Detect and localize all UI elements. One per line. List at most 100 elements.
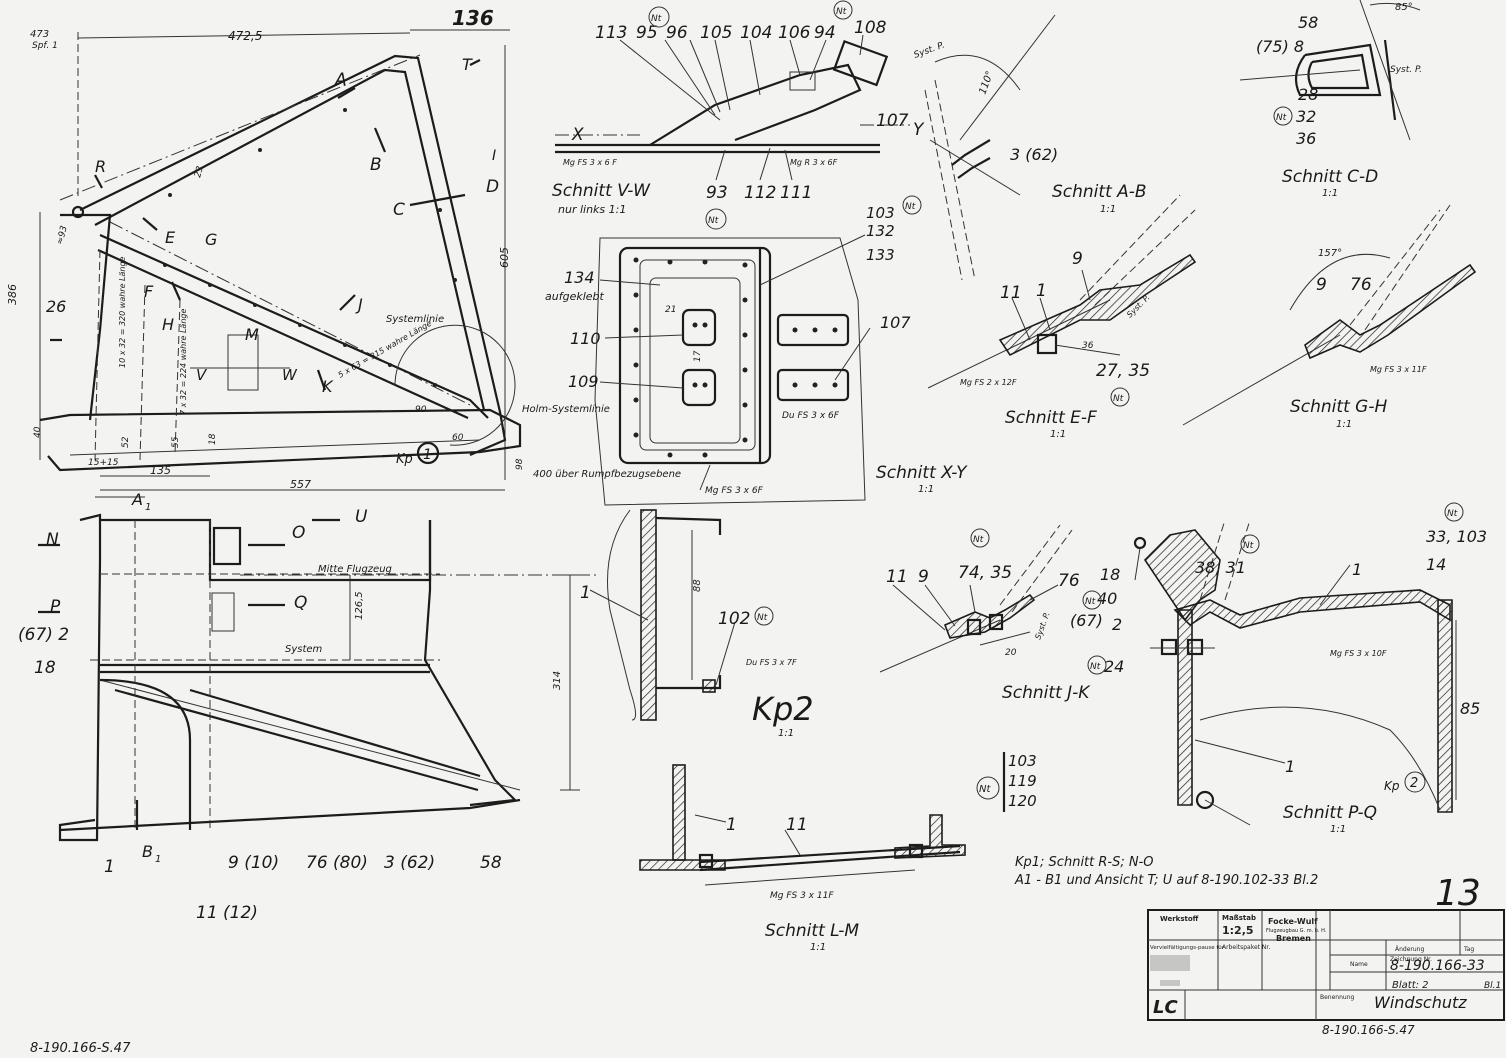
pq-nt-badge-4: Nt (1090, 662, 1101, 672)
rumpf-label: 400 über Rumpfbezugsebene (533, 469, 681, 480)
pq-part-38-31: 38, 31 (1195, 558, 1246, 577)
xy-part-109: 109 (568, 372, 599, 391)
pq-nt-badge-3: Nt (1085, 597, 1096, 607)
section-e-f: 11 1 9 27, 35 36 Mg FS 2 x 12F Syst. P. … (927, 194, 1197, 440)
pq-mat: Mg FS 3 x 10F (1330, 649, 1387, 658)
nt-list-103: 103 (1008, 752, 1037, 770)
dim-4725: 472,5 (228, 29, 262, 43)
mitte-label: Mitte Flugzeug (318, 564, 392, 575)
xy-mat-2: Mg FS 3 x 6F (705, 486, 764, 496)
pq-part-1-bottom: 1 (1285, 757, 1295, 776)
cd-part-36: 36 (1296, 129, 1316, 148)
vw-sub: nur links 1:1 (558, 203, 626, 216)
gh-sub: 1:1 (1336, 419, 1352, 430)
view-b1: B (142, 842, 153, 861)
kp2-title: Kp2 (752, 690, 814, 728)
pq-part-24: 24 (1104, 657, 1124, 676)
xy-part-132: 132 (866, 222, 895, 240)
cd-part-32: 32 (1296, 107, 1316, 126)
ef-part-1: 1 (1036, 281, 1047, 301)
cd-part-75-8: (75) 8 (1256, 37, 1304, 56)
xy-dim-17: 17 (693, 350, 703, 362)
lm-title: Schnitt L-M (765, 921, 859, 941)
pq-kp-label: Kp (1384, 779, 1400, 793)
section-p-q: 18 40 (67) 2 38, 31 33, 103 14 24 1 1 85… (1070, 502, 1487, 835)
jk-part-76: 76 (1058, 571, 1080, 591)
kp1-label: Kp (396, 452, 413, 467)
note-line-2: A1 - B1 und Ansicht T; U auf 8-190.102-3… (1014, 873, 1318, 888)
ab-syst: Syst. P. (913, 40, 947, 60)
kp2-sub: 1:1 (778, 728, 794, 739)
section-g-h: 9 76 157° Mg FS 3 x 11F Schnitt G-H 1:1 (1182, 204, 1477, 430)
lm-sub: 1:1 (810, 942, 826, 953)
cd-sub: 1:1 (1322, 188, 1338, 199)
xy-part-134: 134 (564, 268, 595, 287)
part-18: 18 (34, 658, 56, 678)
dim-52: 52 (121, 436, 131, 448)
section-letter-k: K (322, 377, 334, 396)
tb-scale: 1:2,5 (1222, 924, 1254, 937)
dim-93: ≈93 (55, 225, 70, 246)
vw-mat-1: Mg FS 3 x 6 F (563, 158, 617, 167)
vw-part-104: 104 (740, 23, 772, 43)
vw-part-111: 111 (780, 183, 812, 203)
main-side-view: 473 Spf. 1 472,5 136 605 386 557 135 ≈93… (6, 6, 681, 491)
ef-title: Schnitt E-F (1005, 408, 1097, 428)
view-a1-sub: 1 (145, 502, 151, 513)
gh-title: Schnitt G-H (1290, 397, 1387, 417)
vw-nt-badge-1: Nt (651, 14, 662, 24)
tb-bottom-number: 8-190.166-S.47 (1322, 1023, 1415, 1037)
section-letter-i: I (492, 148, 496, 164)
xy-dim-21: 21 (665, 305, 676, 315)
title-block: Werkstoff Maßstab 1:2,5 Focke-Wulf Flugz… (1147, 873, 1505, 1037)
view-q: Q (294, 593, 307, 613)
tb-sheet-ref-side: Bl.1 (1484, 981, 1501, 991)
lm-part-11: 11 (786, 815, 808, 835)
ef-dim-36: 36 (1082, 341, 1094, 351)
dim-605: 605 (498, 247, 511, 268)
dim-90: 90 (415, 405, 427, 415)
gh-angle: 157° (1318, 248, 1342, 259)
section-j-k: 11 9 74, 35 76 20 Syst. P. Schnitt J-K N… (879, 524, 1091, 703)
tb-stamp: LC (1153, 997, 1178, 1018)
view-u: U (355, 507, 368, 527)
ef-nt-badge: Nt (1113, 394, 1124, 404)
ef-mat: Mg FS 2 x 12F (960, 378, 1017, 387)
view-n: N (46, 530, 59, 550)
tb-sheet-ref: Blatt: 2 (1392, 980, 1429, 991)
gh-part-76: 76 (1350, 275, 1372, 295)
view-p: P (50, 597, 61, 617)
section-letter-w: W (282, 366, 298, 384)
cd-title: Schnitt C-D (1282, 167, 1378, 187)
cd-part-58: 58 (1298, 13, 1318, 32)
jk-part-11: 11 (886, 567, 908, 587)
part-9-10: 9 (10) (228, 853, 279, 873)
tb-workpackage-label: Arbeitspaket Nr. (1222, 944, 1270, 951)
lm-mat: Mg FS 3 x 11F (770, 891, 834, 901)
tb-company-sub: Flugzeugbau G. m. b. H. (1266, 928, 1327, 934)
part-3-62: 3 (62) (384, 853, 435, 873)
pq-part-14: 14 (1426, 555, 1446, 574)
vw-part-107: 107 (876, 111, 909, 131)
pq-kp-number: 2 (1410, 776, 1418, 791)
section-letter-m: M (245, 325, 259, 344)
nt-list-badge: Nt (979, 784, 991, 795)
vw-part-96: 96 (666, 23, 688, 43)
view-a1: A (131, 490, 143, 509)
tb-city: Bremen (1276, 934, 1311, 943)
vw-part-105: 105 (700, 23, 732, 43)
vw-mat-2: Mg R 3 x 6F (790, 158, 838, 167)
cd-part-28: 28 (1298, 85, 1318, 104)
section-x-y: 103 132 133 134 aufgeklebt 110 109 107 2… (545, 195, 968, 506)
dim-98: 98 (515, 458, 525, 470)
pq-title: Schnitt P-Q (1283, 803, 1377, 823)
pq-sub: 1:1 (1330, 824, 1346, 835)
dim-1265: 126,5 (354, 591, 365, 620)
xy-aufgeklebt: aufgeklebt (545, 290, 605, 303)
section-letter-j: J (355, 295, 363, 314)
gh-part-9: 9 (1316, 275, 1327, 295)
section-l-m: 1 11 Mg FS 3 x 11F Schnitt L-M 1:1 (639, 764, 966, 953)
tb-company: Focke-Wulf (1268, 917, 1318, 926)
pq-nt-badge-2: Nt (1447, 509, 1458, 519)
